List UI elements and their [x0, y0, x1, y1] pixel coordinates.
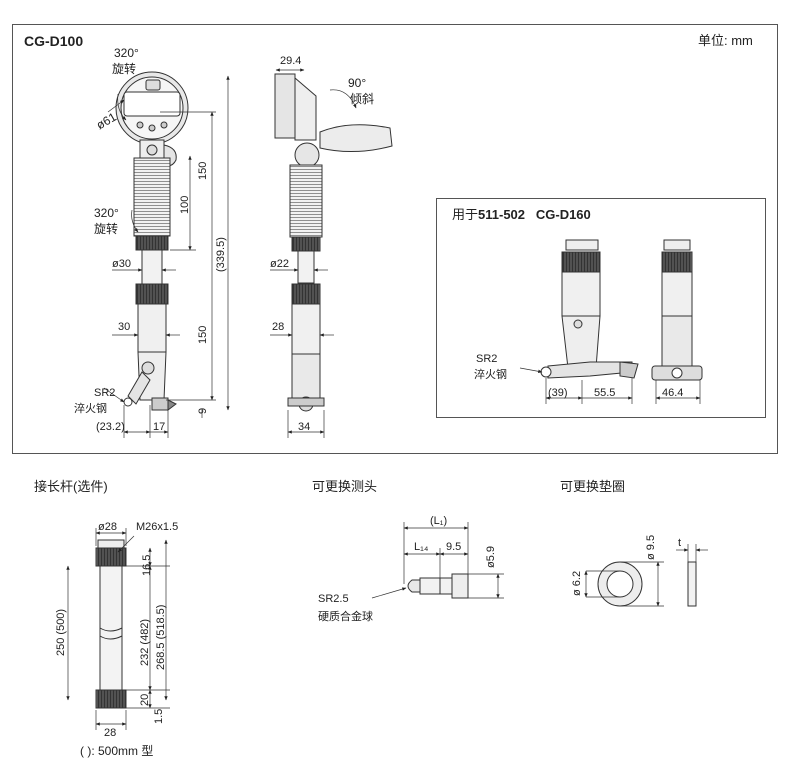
rod-dim-20: 20	[139, 693, 151, 706]
extension-rod	[95, 539, 127, 709]
side-dim-28: 28	[272, 321, 285, 333]
dim-30: 30	[118, 321, 131, 333]
rotation-angle-top: 320°	[114, 46, 139, 60]
tilt-angle: 90°	[348, 76, 367, 90]
washer-thickness-t: t	[678, 537, 682, 549]
rod-note: ( ): 500mm 型	[80, 744, 154, 758]
inset-front-view	[540, 239, 639, 379]
tilt-label: 倾斜	[350, 92, 375, 106]
probe-diameter-5-9: ø5.9	[485, 545, 497, 568]
rod-dim-1-5: 1.5	[153, 708, 165, 724]
dim-23-2: (23.2)	[96, 421, 125, 433]
diameter-30: ø30	[112, 258, 131, 270]
probe-carbide-label: 硬质合金球	[318, 611, 373, 623]
rod-dim-16-5: 16.5	[141, 554, 153, 576]
sr2-label: SR2	[94, 387, 116, 399]
probe-heading: 可更换测头	[312, 479, 378, 494]
front-view	[115, 71, 189, 411]
inset-title-prefix: 用于	[452, 207, 479, 222]
front-dimensions	[103, 75, 230, 438]
rod-dimensions	[66, 528, 170, 730]
rod-dim-232: 232 (482)	[139, 618, 151, 666]
dim-17: 17	[153, 421, 166, 433]
inset-dim-46-4: 46.4	[662, 387, 684, 399]
side-dimensions	[270, 68, 357, 438]
washer-diameter-6-2: ø 6.2	[571, 570, 583, 596]
unit-label: 单位: mm	[698, 33, 753, 48]
washer-heading: 可更换垫圈	[560, 479, 626, 494]
rotation-label-top: 旋转	[112, 62, 137, 76]
side-dim-34: 34	[298, 421, 311, 433]
inset-dim-55-5: 55.5	[594, 387, 616, 399]
dim-150-top: 150	[197, 161, 209, 180]
rod-thread: M26x1.5	[136, 521, 179, 533]
inset-quench: 淬火钢	[474, 369, 507, 381]
rotation-label-mid: 旋转	[94, 222, 119, 236]
probe-sr2-5: SR2.5	[318, 593, 349, 605]
rotation-angle-mid: 320°	[94, 206, 119, 220]
inset-side-view	[651, 239, 703, 381]
inset-dimensions	[519, 367, 701, 404]
dim-339-5: (339.5)	[215, 237, 227, 272]
probe-l1: (L₁)	[430, 515, 448, 527]
dim-100: 100	[179, 195, 191, 214]
rod-diameter-28: ø28	[98, 521, 117, 533]
washer-dimensions	[584, 544, 708, 607]
probe-l14: L₁₄	[414, 541, 429, 553]
inset-model: 511-502	[478, 207, 526, 222]
inset-drawing-frame	[436, 198, 766, 418]
main-drawing-frame	[12, 24, 778, 454]
washer-diameter-9-5: ø 9.5	[645, 534, 657, 560]
inset-model-2: CG-D160	[535, 207, 591, 222]
side-dim-29-4: 29.4	[280, 55, 302, 67]
rod-dim-250: 250 (500)	[55, 608, 67, 656]
probe-head	[407, 573, 469, 599]
probe-dim-9-5: 9.5	[446, 541, 462, 553]
rod-heading: 接长杆(选件)	[34, 479, 108, 494]
rod-dim-28-bottom: 28	[104, 727, 117, 739]
model-title: CG-D100	[24, 33, 84, 49]
inset-sr2: SR2	[476, 353, 498, 365]
inset-title: 用于511-502 CG-D160	[452, 208, 591, 222]
inset-dim-39: (39)	[548, 387, 568, 399]
dim-9: 9	[197, 407, 209, 414]
side-view	[274, 73, 393, 412]
washer	[597, 561, 697, 607]
rod-dim-268-5: 268.5 (518.5)	[155, 604, 167, 670]
probe-dimensions	[371, 522, 504, 599]
dim-150-bottom: 150	[197, 325, 209, 344]
quench-steel-label: 淬火钢	[74, 403, 107, 415]
side-diameter-22: ø22	[270, 258, 289, 270]
